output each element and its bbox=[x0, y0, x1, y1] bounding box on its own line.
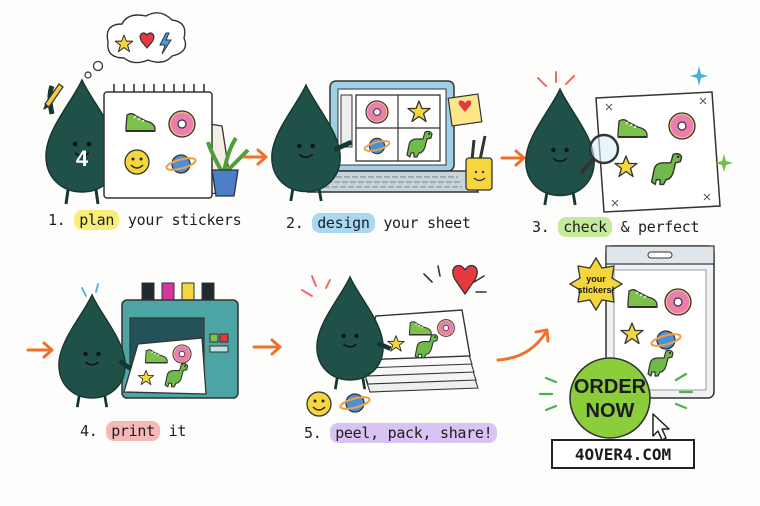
step-3-number: 3. bbox=[532, 218, 550, 236]
lightning-icon bbox=[159, 32, 172, 55]
potted-plant bbox=[206, 136, 250, 197]
step-1-keyword: plan bbox=[74, 210, 120, 230]
stickers-badge: your stickers! bbox=[568, 256, 624, 312]
burst-lines bbox=[538, 372, 694, 412]
magnifier-icon bbox=[580, 133, 620, 174]
flow-arrow bbox=[242, 148, 268, 166]
step-4-caption: 4. print it bbox=[80, 421, 187, 441]
step-2-rest: your sheet bbox=[383, 214, 471, 232]
step-3-caption: 3. check & perfect bbox=[532, 217, 700, 237]
step-5-keyword: peel, pack, share! bbox=[330, 423, 498, 443]
order-line-2: NOW bbox=[586, 400, 635, 422]
sparkle-icon bbox=[690, 66, 733, 172]
smiley-icon bbox=[306, 391, 332, 417]
badge-line-1: your bbox=[586, 274, 606, 284]
donut-icon bbox=[668, 112, 696, 140]
donut-icon bbox=[168, 110, 196, 138]
step-1-rest: your stickers bbox=[127, 211, 242, 229]
donut-icon bbox=[437, 319, 455, 337]
pencil-icon bbox=[43, 83, 64, 110]
design-grid bbox=[340, 94, 441, 162]
order-line-1: ORDER bbox=[574, 376, 647, 398]
url-text: 4OVER4.COM bbox=[575, 445, 671, 464]
badge-line-2: stickers! bbox=[577, 285, 614, 295]
smiley-icon bbox=[124, 149, 150, 175]
donut-icon bbox=[365, 100, 389, 124]
step-1-caption: 1. plan your stickers bbox=[48, 210, 242, 230]
sticky-note bbox=[447, 93, 483, 127]
mascot-checker bbox=[525, 88, 595, 206]
mascot-packer bbox=[316, 276, 392, 390]
flow-arrow bbox=[500, 149, 526, 167]
step-3-keyword: check bbox=[558, 217, 612, 237]
planet-icon bbox=[338, 392, 372, 414]
step-2-number: 2. bbox=[286, 214, 304, 232]
thought-bubble bbox=[84, 12, 187, 79]
step-2-keyword: design bbox=[312, 213, 375, 233]
donut-icon bbox=[172, 344, 192, 364]
sparkle-lines bbox=[537, 71, 575, 87]
step-5-number: 5. bbox=[304, 424, 322, 442]
mascot-designer bbox=[271, 84, 353, 202]
step-4-rest: it bbox=[168, 422, 187, 440]
step-3-rest: & perfect bbox=[620, 218, 700, 236]
mascot-number: 4 bbox=[76, 146, 89, 171]
heart-icon bbox=[139, 32, 155, 49]
heart-icon bbox=[452, 265, 478, 296]
step-1-number: 1. bbox=[48, 211, 66, 229]
step-4-number: 4. bbox=[80, 422, 98, 440]
flow-arrow-curved bbox=[496, 328, 550, 362]
pen-cup bbox=[465, 135, 493, 191]
sparkle-lines bbox=[81, 283, 99, 297]
website-url[interactable]: 4OVER4.COM bbox=[551, 439, 695, 469]
sketchbook bbox=[103, 84, 233, 199]
donut-icon bbox=[664, 288, 692, 316]
step-5-caption: 5. peel, pack, share! bbox=[304, 423, 498, 443]
flow-arrow bbox=[26, 341, 54, 359]
flow-arrow bbox=[252, 338, 282, 356]
step-4-keyword: print bbox=[106, 421, 160, 441]
mascot-printer bbox=[58, 294, 132, 408]
cursor-icon bbox=[652, 413, 670, 441]
sparkle-lines bbox=[301, 265, 487, 297]
order-now-button[interactable]: ORDER NOW bbox=[569, 357, 651, 439]
step-2-caption: 2. design your sheet bbox=[286, 213, 471, 233]
